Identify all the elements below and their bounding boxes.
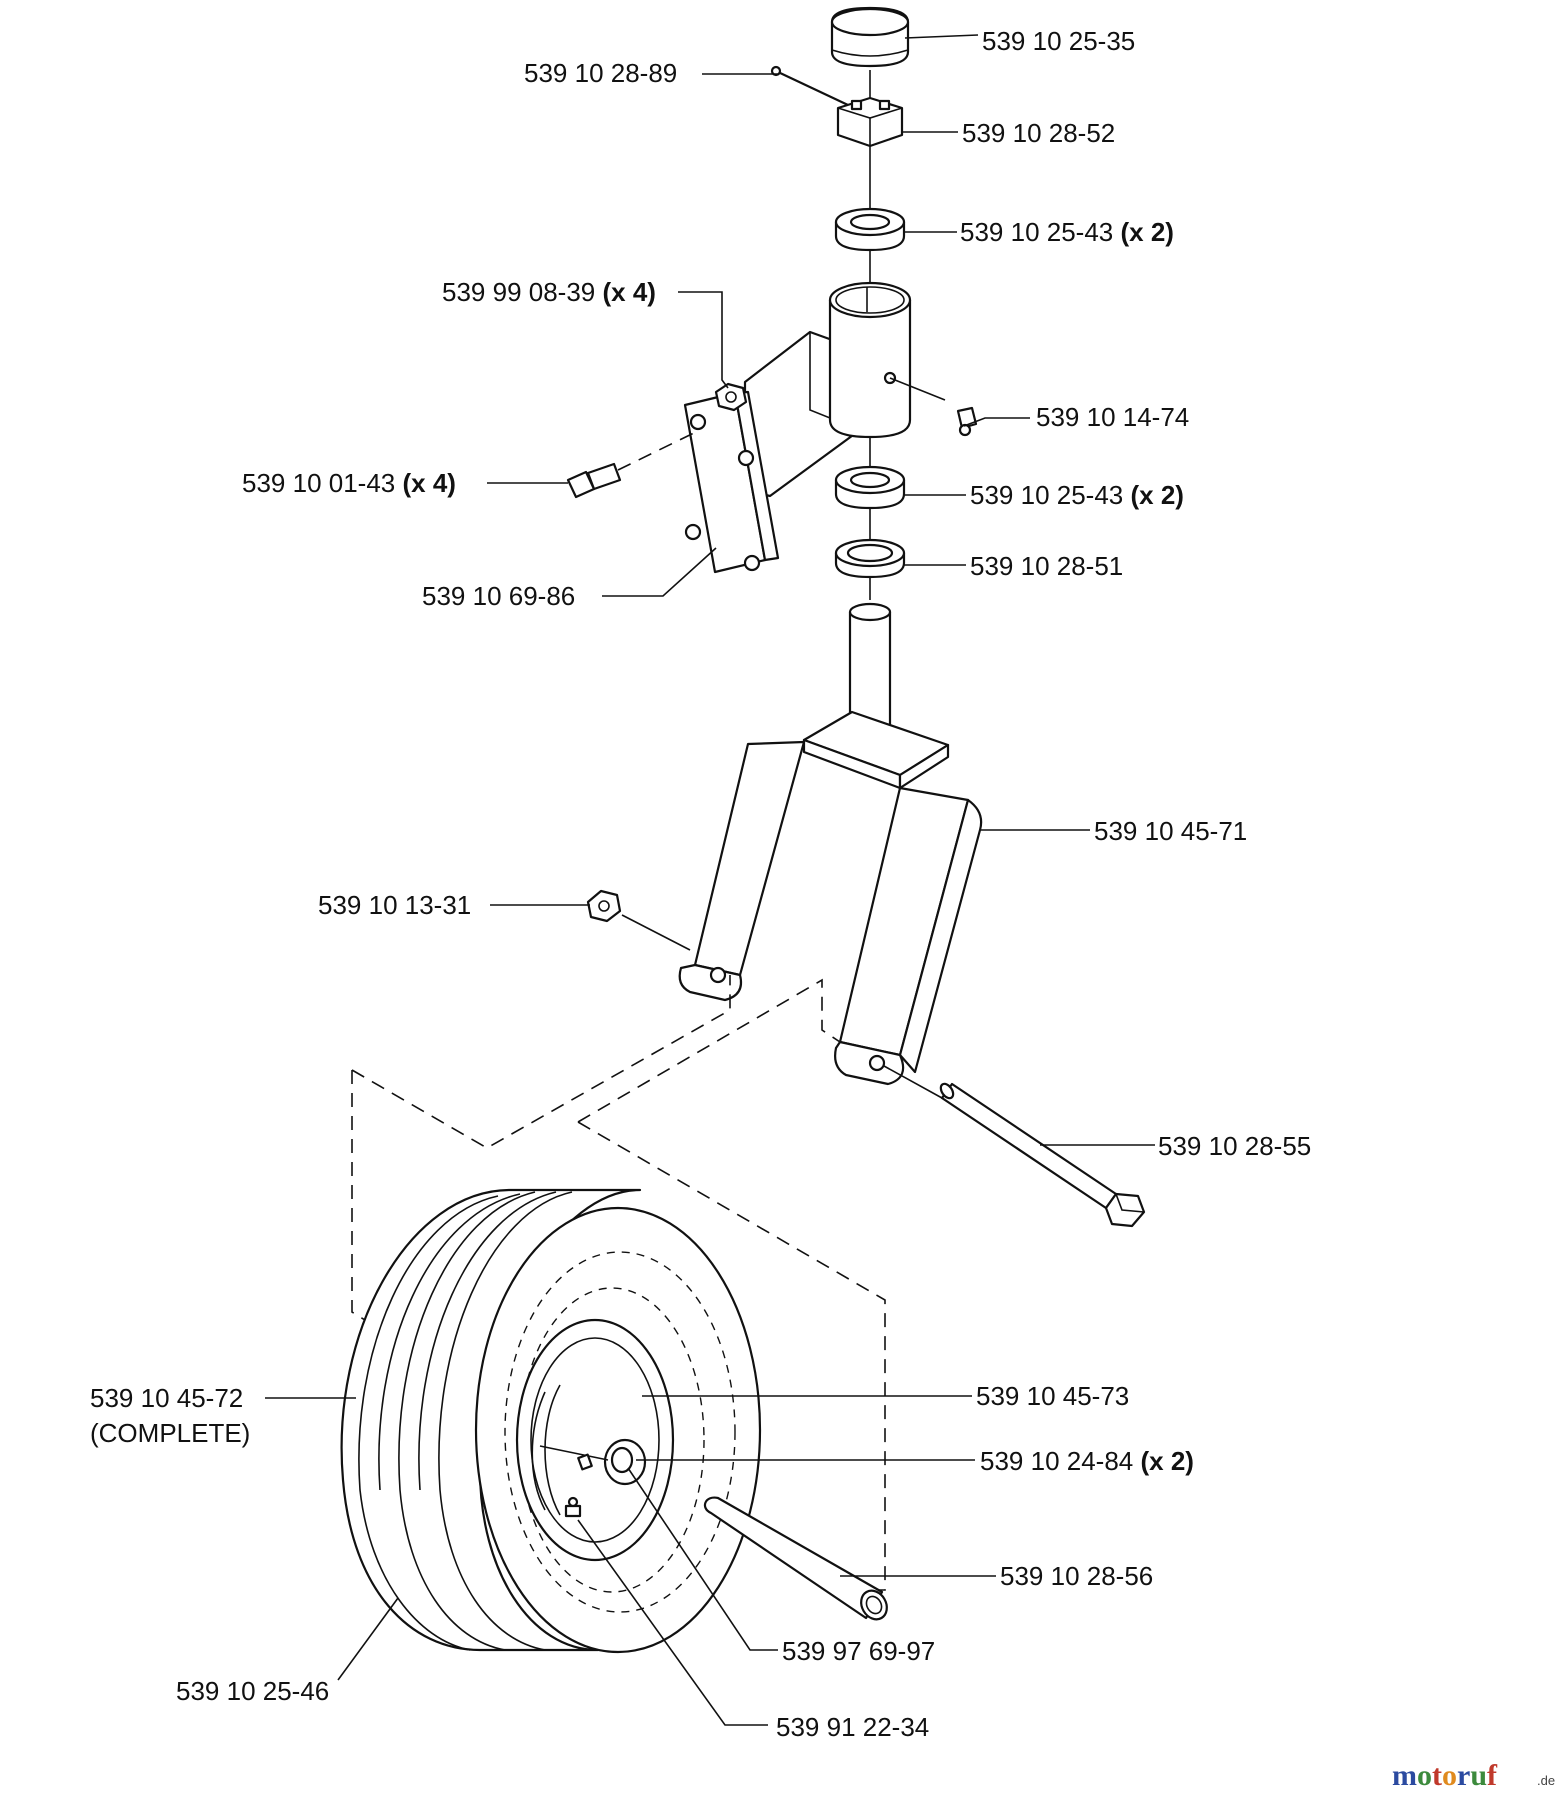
callout-label: 539 10 28-56 <box>1000 1561 1153 1591</box>
callout-label: 539 10 69-86 <box>422 581 575 611</box>
callout-label: 539 10 14-74 <box>1036 402 1189 432</box>
watermark-letter: o <box>1442 1759 1457 1792</box>
callout-label: 539 91 22-34 <box>776 1712 929 1742</box>
watermark-letter: u <box>1470 1759 1487 1792</box>
callout-note: (COMPLETE) <box>90 1418 250 1448</box>
callout-label: 539 10 25-46 <box>176 1676 329 1706</box>
caster-bracket-part <box>683 281 912 574</box>
cotter-pin-part <box>770 65 849 106</box>
watermark-text: motoruf <box>1392 1759 1498 1792</box>
watermark-logo: motoruf .de <box>1392 1759 1555 1792</box>
callout-label: 539 10 25-43 (x 2) <box>970 480 1184 510</box>
seal-part <box>834 538 906 579</box>
callout-label: 539 10 28-55 <box>1158 1131 1311 1161</box>
leader-lines <box>265 34 1155 1726</box>
callout-label: 539 10 28-52 <box>962 118 1115 148</box>
callout-label: 539 10 25-35 <box>982 26 1135 56</box>
watermark-letter: t <box>1432 1759 1442 1792</box>
fork-nut-part <box>586 889 691 951</box>
watermark-letter: o <box>1417 1759 1432 1792</box>
callout-label: 539 10 25-43 (x 2) <box>960 217 1174 247</box>
callout-label: 539 10 45-72 <box>90 1383 243 1413</box>
castle-nut-part <box>836 96 904 148</box>
watermark-suffix: .de <box>1537 1773 1555 1788</box>
bracket-bolt-part <box>566 429 701 499</box>
upper-bearing-part <box>834 207 906 252</box>
callout-label: 539 10 01-43 (x 4) <box>242 468 456 498</box>
bracket-nut-part <box>714 382 748 412</box>
caster-fork-part <box>678 602 983 1086</box>
callout-label: 539 10 45-73 <box>976 1381 1129 1411</box>
callout-label: 539 10 28-51 <box>970 551 1123 581</box>
callout-label: 539 10 24-84 (x 2) <box>980 1446 1194 1476</box>
watermark-letter: r <box>1457 1759 1470 1792</box>
axle-bolt-part <box>883 1065 1146 1228</box>
callout-label: 539 99 08-39 (x 4) <box>442 277 656 307</box>
wheel-assembly-part <box>340 1188 762 1654</box>
watermark-letter: m <box>1392 1759 1417 1792</box>
callout-label: 539 97 69-97 <box>782 1636 935 1666</box>
spacer-tube-part <box>703 1496 888 1621</box>
callout-label: 539 10 45-71 <box>1094 816 1247 846</box>
lower-bearing-part <box>834 465 906 510</box>
callout-label: 539 10 13-31 <box>318 890 471 920</box>
callout-label: 539 10 28-89 <box>524 58 677 88</box>
exploded-drawing <box>340 6 1146 1654</box>
dust-cap-part <box>830 6 910 68</box>
watermark-letter: f <box>1487 1759 1498 1792</box>
callout-labels: 539 10 25-35 539 10 28-89 539 10 28-52 5… <box>90 26 1311 1742</box>
